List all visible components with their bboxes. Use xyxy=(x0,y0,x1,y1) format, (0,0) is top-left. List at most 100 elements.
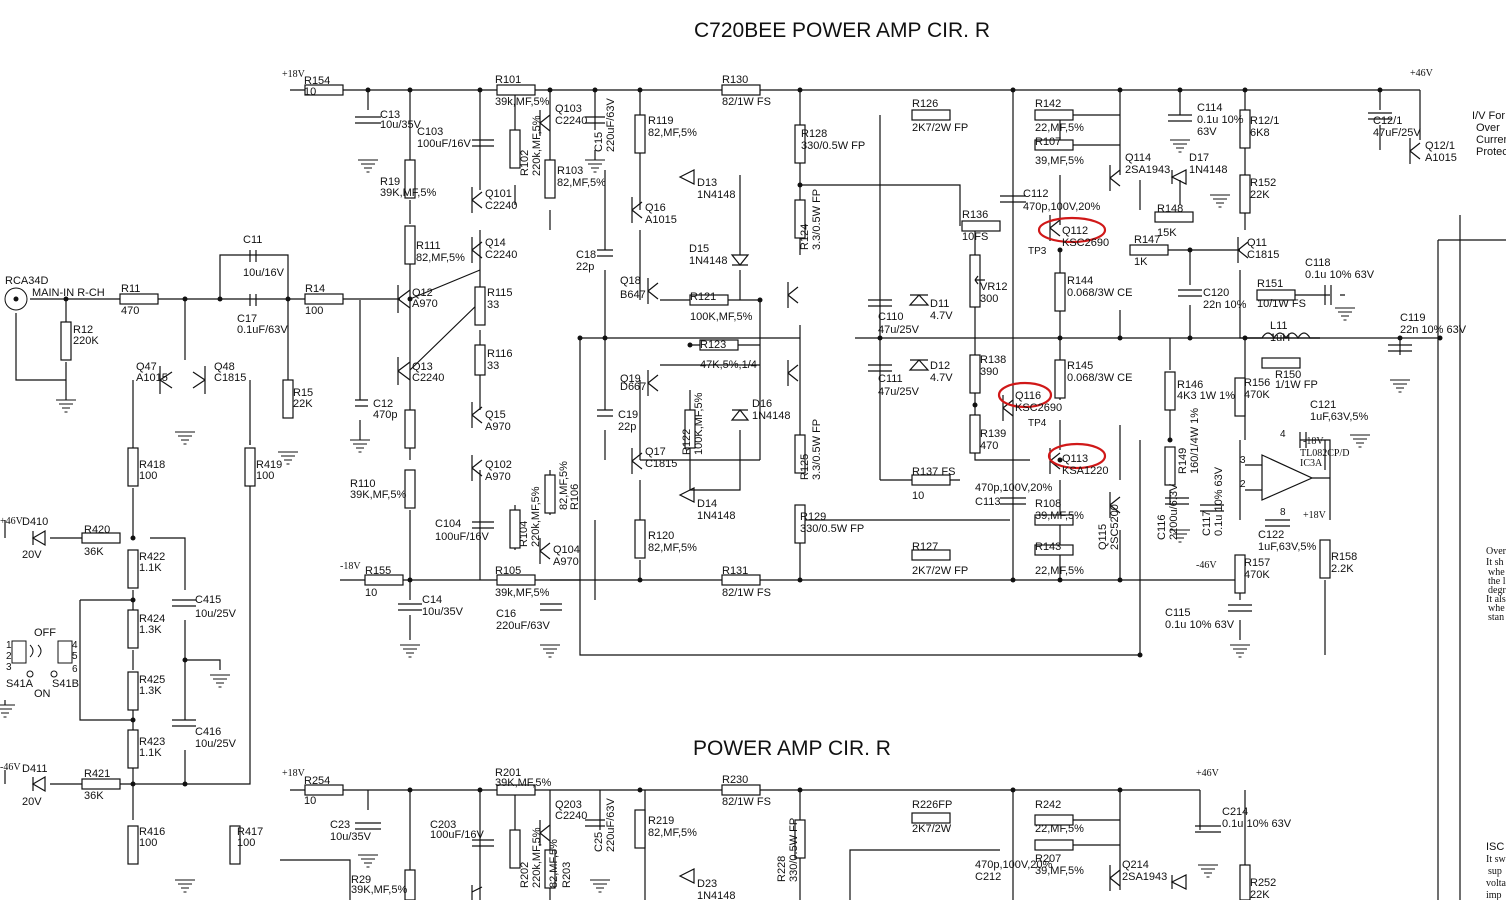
component-value: 2SA1943 xyxy=(1122,871,1167,883)
component-value: 1N4148 xyxy=(697,189,736,201)
component-value: 1.1K xyxy=(139,747,162,759)
component-value: 2SC5200 xyxy=(1109,504,1121,550)
switch-pin: 3 xyxy=(6,662,12,673)
component-ref: R120 xyxy=(648,530,674,542)
component-value: 82,MF,5% xyxy=(416,252,465,264)
component-value: 470K xyxy=(1244,389,1270,401)
component-ref: Q16 xyxy=(645,202,666,214)
component-ref: C203 xyxy=(430,819,456,831)
component-ref: R107 xyxy=(1035,136,1061,148)
component-value: 2K7/2W FP xyxy=(912,565,968,577)
component-value: 82,MF,5% xyxy=(648,127,697,139)
component-ref: C115 xyxy=(1165,607,1190,619)
component-ref: R417 xyxy=(237,826,263,838)
component-value: 10u/16V xyxy=(243,267,285,279)
component-ref: R129 xyxy=(800,511,826,523)
component-ref: R201 xyxy=(495,767,521,779)
component-value: 63V xyxy=(1197,126,1217,138)
component-value: 15K xyxy=(1157,227,1177,239)
switch-off-label: OFF xyxy=(34,627,56,639)
component-value: 82,MF,5% xyxy=(558,461,570,510)
component-ref: C118 xyxy=(1305,257,1330,269)
component-ref: R14 xyxy=(305,283,325,295)
component-ref: R15 xyxy=(293,387,313,399)
component-ref: R242 xyxy=(1035,799,1061,811)
component-ref: D411 xyxy=(22,763,47,775)
component-value: 470p,100V,20% xyxy=(1023,201,1100,213)
component-ref: R158 xyxy=(1331,551,1357,563)
component-value: 22,MF,5% xyxy=(1035,823,1084,835)
component-ref: R12/1 xyxy=(1250,115,1279,127)
component-value: 22K xyxy=(1250,189,1270,201)
test-point-label: TP4 xyxy=(1028,418,1047,429)
component-value: 22n 10% 63V xyxy=(1400,324,1467,336)
component-value: 1N4148 xyxy=(1189,164,1228,176)
component-value: 100uF/16V xyxy=(417,138,471,150)
component-value: 10u/25V xyxy=(195,608,237,620)
component-ref: R144 xyxy=(1067,275,1093,287)
component-ref: R143 xyxy=(1035,541,1061,553)
component-ref: C120 xyxy=(1203,287,1229,299)
component-value: 39K,MF,5% xyxy=(350,489,406,501)
component-ref: C11 xyxy=(243,234,262,246)
component-value: 10 xyxy=(304,86,316,98)
component-ref: R121 xyxy=(690,291,716,303)
component-ref: D23 xyxy=(697,878,717,890)
side-note-line: Over xyxy=(1476,122,1500,134)
component-ref: Q19 xyxy=(620,373,641,385)
component-value: 10u/35V xyxy=(330,831,372,843)
component-ref: R137 FS xyxy=(912,466,955,478)
component-ref: R101 xyxy=(495,74,521,86)
rail-label: +46V xyxy=(1196,768,1220,779)
component-ref: Q214 xyxy=(1122,859,1149,871)
component-ref: R127 xyxy=(912,541,938,553)
input-connector-label: RCA34D xyxy=(5,275,48,287)
component-ref: R146 xyxy=(1177,379,1203,391)
component-value: A1015 xyxy=(645,214,677,226)
component-ref: D13 xyxy=(697,177,717,189)
component-ref: Q102 xyxy=(485,459,512,471)
component-value: 470p,100V,20% xyxy=(975,482,1052,494)
opamp-part: TL082CP/D xyxy=(1300,448,1349,459)
component-value: 4.7V xyxy=(930,372,953,384)
component-ref: Q101 xyxy=(485,188,512,200)
component-ref: R110 xyxy=(350,478,375,490)
component-ref: C14 xyxy=(422,594,442,606)
opamp-pin: 4 xyxy=(1280,429,1286,440)
component-value: 390 xyxy=(980,366,998,378)
component-value: A970 xyxy=(485,421,511,433)
component-value: 39,MF,5% xyxy=(1035,510,1084,522)
component-ref: R156 xyxy=(1244,377,1270,389)
component-ref: R136 xyxy=(962,209,988,221)
component-value: 10/1W FS xyxy=(1257,298,1306,310)
component-ref: C116 xyxy=(1156,515,1168,540)
secondary-title: POWER AMP CIR. R xyxy=(693,737,891,760)
